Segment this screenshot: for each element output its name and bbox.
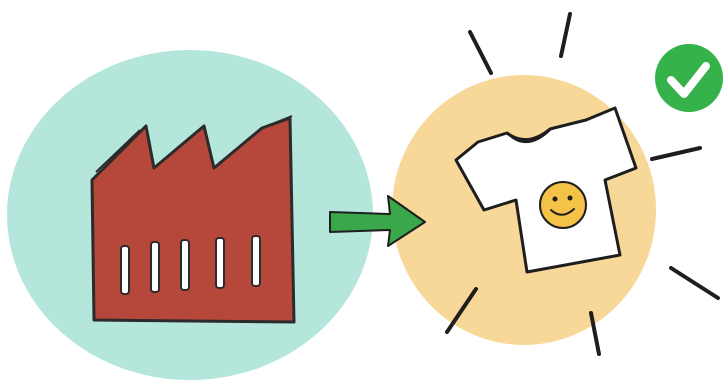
- factory-icon: [92, 116, 294, 322]
- smiley-icon: [540, 182, 586, 228]
- checkmark-badge-icon: [655, 44, 723, 112]
